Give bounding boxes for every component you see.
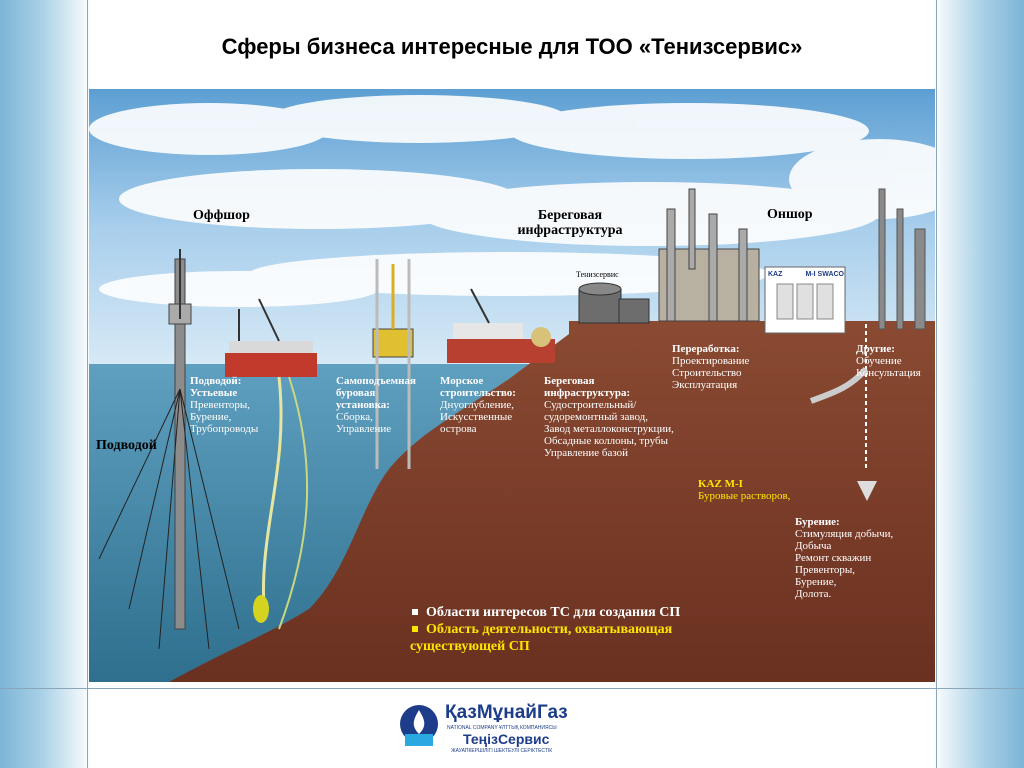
subsea-equipment <box>253 595 269 623</box>
label-drilling: Бурение: Стимуляция добычи, Добыча Ремон… <box>795 516 894 600</box>
label-processing: Переработка: Проектирование Строительств… <box>672 343 750 391</box>
logo-brand: ҚазМұнайГаз <box>445 702 568 723</box>
label-subsea: Подводой: Устьевые Превенторы, Бурение, … <box>190 375 259 435</box>
label-other: Другие: Обучение Консультация <box>856 343 921 379</box>
company-logo: ҚазМұнайГаз NATIONAL COMPANY ҰЛТТЫҚ КОМП… <box>393 696 609 756</box>
logo-tagline: ЖАУАПКЕРШІЛІГІ ШЕКТЕУЛІ СЕРІКТЕСТІК <box>451 748 553 754</box>
bullet-yellow <box>412 626 418 632</box>
seabed <box>169 321 935 682</box>
frame-line-left <box>87 0 88 768</box>
industry-scene <box>89 89 935 682</box>
onshore-plant <box>878 188 926 330</box>
mooring-lines <box>98 388 240 650</box>
riser-2 <box>278 376 309 630</box>
frame-line-bottom <box>0 688 1024 689</box>
logo-subtitle: NATIONAL COMPANY ҰЛТТЫҚ КОМПАНИЯСЫ <box>447 725 557 731</box>
label-kazmi: KAZ M-I Буровые растворов, <box>698 478 791 502</box>
label-jackup: Самоподъемная буровая установка: Сборка,… <box>336 375 416 435</box>
legend: Области интересов ТС для создания СП Обл… <box>410 604 680 655</box>
zone-onshore: Оншор <box>767 207 813 222</box>
legend-item-activity-cont: существующей СП <box>410 639 530 654</box>
offshore-platform <box>168 249 192 630</box>
label-coastal: Береговая инфраструктура: Судостроительн… <box>544 375 674 459</box>
legend-item-interest: Области интересов ТС для создания СП <box>410 604 680 621</box>
clouds <box>89 95 935 307</box>
silos <box>776 283 834 320</box>
zone-subsea: Подводой <box>96 438 157 453</box>
fpso-vessel <box>225 298 317 377</box>
refinery <box>658 188 760 322</box>
jackup-rig <box>372 259 414 469</box>
legend-item-activity: Область деятельности, охватывающая <box>410 621 680 638</box>
frame-line-right <box>936 0 937 768</box>
drill-string <box>809 324 877 501</box>
zone-offshore: Оффшор <box>193 208 250 223</box>
bullet-white <box>412 609 418 615</box>
page-title: Сферы бизнеса интересные для ТОО «Тенизс… <box>221 34 803 59</box>
label-marine: Морское строительство: Днуоглубление, Ис… <box>440 375 516 435</box>
storage-tanks <box>578 282 650 324</box>
logo-emblem-icon <box>400 705 438 746</box>
riser <box>261 376 283 610</box>
logo-company: ТеңізСервис <box>463 731 550 747</box>
construction-vessel <box>447 288 555 363</box>
company-tag: Тенизсервис <box>576 270 619 279</box>
